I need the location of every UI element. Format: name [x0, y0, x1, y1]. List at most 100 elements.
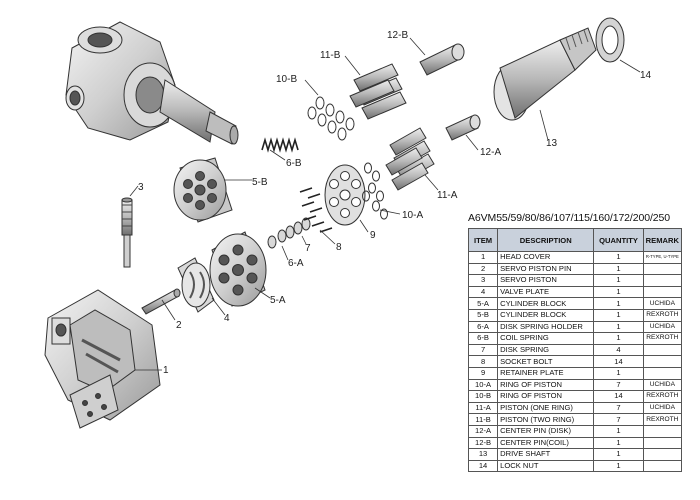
cell-description: CYLINDER BLOCK [497, 297, 595, 310]
cell-item: 11-B [467, 413, 499, 426]
cell-item: 6-B [467, 332, 499, 345]
cell-remark [642, 459, 683, 473]
cell-description: VALVE PLATE [497, 285, 595, 299]
cylinder-block-5b [173, 157, 233, 223]
header-item: ITEM [467, 228, 499, 252]
cell-description: RING OF PISTON [497, 390, 595, 403]
cell-description: DRIVE SHAFT [497, 448, 595, 461]
callout-10a: 10-A [402, 210, 423, 221]
valve-plate-4 [177, 257, 215, 313]
cell-item: 11-A [467, 401, 499, 415]
cylinder-block-5a [209, 231, 267, 307]
servo-piston-pin-2 [141, 288, 181, 315]
center-pin-12b [419, 43, 465, 76]
cell-item: 14 [467, 459, 499, 473]
callout-11b: 11-B [320, 50, 341, 61]
disk-spring-set [267, 217, 311, 249]
table-header-row: ITEM DESCRIPTION QUANTITY REMARK [467, 228, 683, 252]
callout-3: 3 [138, 182, 144, 193]
cell-quantity: 7 [593, 401, 644, 415]
cell-quantity: 4 [593, 343, 644, 357]
cell-description: DISK SPRING [497, 343, 595, 357]
cell-remark [642, 448, 683, 461]
cell-quantity: 1 [593, 332, 644, 345]
cell-quantity: 1 [593, 448, 644, 461]
coil-spring-6b [261, 137, 299, 153]
cell-remark: UCHIDA [642, 320, 683, 334]
callout-labels: 1 2 3 4 5-A 5-B 6-A 6-B 7 8 9 10-A 10-B … [138, 30, 652, 376]
cell-item: 12-A [467, 424, 499, 438]
callout-4: 4 [224, 313, 230, 324]
cell-quantity: 14 [593, 355, 644, 368]
cell-remark [642, 343, 683, 357]
cell-remark [642, 355, 683, 368]
callout-5b: 5-B [252, 177, 268, 188]
cell-quantity: 1 [593, 436, 644, 450]
cell-item: 9 [467, 366, 499, 380]
cell-remark: R-TYPE, U-TYPE [642, 251, 683, 264]
cell-quantity: 1 [593, 320, 644, 334]
cell-quantity: 1 [593, 297, 644, 310]
cell-remark [642, 274, 683, 287]
cell-quantity: 1 [593, 459, 644, 473]
cell-remark [642, 366, 683, 380]
cell-item: 5-A [467, 297, 499, 310]
cell-description: SERVO PISTON [497, 274, 595, 287]
cell-quantity: 7 [593, 413, 644, 426]
header-quantity: QUANTITY [593, 228, 644, 252]
piston-rings-10a [362, 162, 388, 220]
cell-quantity: 7 [593, 378, 644, 392]
cell-item: 1 [467, 251, 499, 264]
cell-remark: UCHIDA [642, 297, 683, 310]
cell-item: 13 [467, 448, 499, 461]
callout-6a: 6-A [288, 258, 304, 269]
cell-item: 12-B [467, 436, 499, 450]
leader-lines [129, 37, 641, 371]
cell-item: 3 [467, 274, 499, 287]
cell-description: CYLINDER BLOCK [497, 308, 595, 322]
cell-description: PISTON (TWO RING) [497, 413, 595, 426]
cell-description: RING OF PISTON [497, 378, 595, 392]
cell-description: RETAINER PLATE [497, 366, 595, 380]
pistons-11a [385, 127, 435, 191]
cell-item: 7 [467, 343, 499, 357]
cell-item: 8 [467, 355, 499, 368]
cell-remark: REXROTH [642, 413, 683, 426]
housing-with-shaft [65, 21, 239, 145]
cell-remark [642, 436, 683, 450]
cell-description: CENTER PIN(COIL) [497, 436, 595, 450]
header-description: DESCRIPTION [497, 228, 595, 252]
cell-item: 10-B [467, 390, 499, 403]
cell-quantity: 1 [593, 366, 644, 380]
piston-rings-10b [307, 96, 355, 141]
lock-nut-14 [595, 17, 625, 63]
cell-remark: UCHIDA [642, 378, 683, 392]
callout-12a: 12-A [480, 147, 501, 158]
callout-2: 2 [176, 320, 182, 331]
cell-remark [642, 285, 683, 299]
callout-11a: 11-A [437, 190, 458, 201]
cell-quantity: 1 [593, 424, 644, 438]
cell-remark: REXROTH [642, 308, 683, 322]
callout-10b: 10-B [276, 74, 297, 85]
cell-item: 6-A [467, 320, 499, 334]
cell-description: COIL SPRING [497, 332, 595, 345]
header-remark: REMARK [642, 228, 683, 252]
head-cover-1 [44, 289, 161, 429]
